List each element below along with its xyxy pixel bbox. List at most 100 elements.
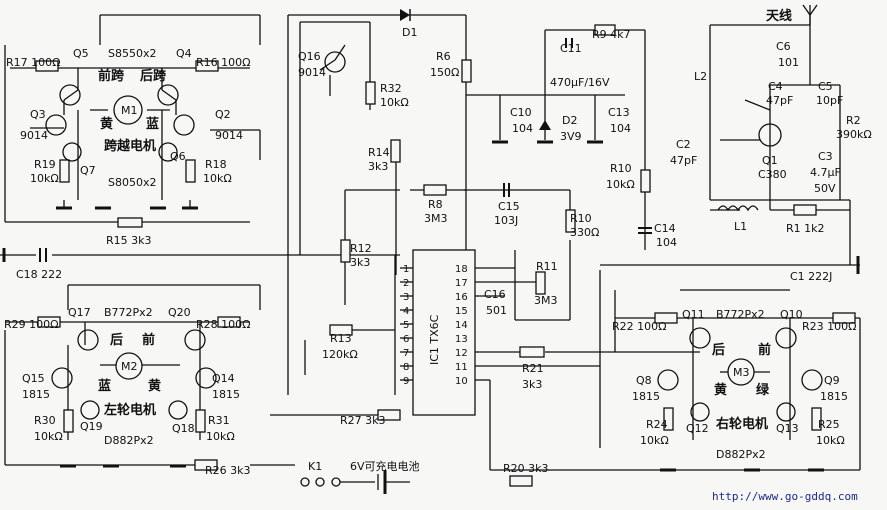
r31-value: 10kΩ [206, 430, 235, 443]
r30-value: 10kΩ [34, 430, 63, 443]
r24-label: R24 [646, 418, 668, 431]
m2-transistors [51, 329, 217, 420]
r24-resistor [663, 407, 674, 431]
m3-rear: 后 [712, 342, 725, 358]
b772-left-label: B772Px2 [104, 306, 153, 319]
q8-type: 1815 [632, 390, 660, 403]
r10a-label: R10 [570, 212, 592, 225]
source-url[interactable]: http://www.go-gddq.com [712, 490, 858, 503]
r10a-value: 330Ω [570, 226, 599, 239]
c1-label: C1 222J [790, 270, 832, 283]
q15-label: Q15 [22, 372, 45, 385]
d882-right-label: D882Px2 [716, 448, 766, 461]
pin-14: 14 [455, 320, 468, 331]
battery-symbol [340, 470, 410, 494]
q15-type: 1815 [22, 388, 50, 401]
c14-value: 104 [656, 236, 677, 249]
c5-value: 10pF [816, 94, 843, 107]
c14-label: C14 [654, 222, 676, 235]
power-rf-wiring [466, 15, 860, 266]
r24-value: 10kΩ [640, 434, 669, 447]
r30-resistor [63, 409, 74, 433]
m3-front: 前 [758, 342, 771, 358]
d2-value: 3V9 [560, 130, 582, 143]
q1-label: Q1 [762, 154, 778, 167]
c5-label: C5 [818, 80, 833, 93]
r10b-label: R10 [610, 162, 632, 175]
q7-label: Q7 [80, 164, 96, 177]
q13-label: Q13 [776, 422, 799, 435]
q1-type: C380 [758, 168, 787, 181]
s8550-label: S8550x2 [108, 47, 157, 60]
r14-label: R14 [368, 146, 390, 159]
r28-label: R28 100Ω [196, 318, 251, 331]
ic1-label: IC1 TX6C [428, 314, 441, 365]
c10-value: 104 [512, 122, 533, 135]
k1-switch[interactable] [300, 477, 341, 487]
r32-value: 10kΩ [380, 96, 409, 109]
r32-label: R32 [380, 82, 402, 95]
r28-resistor [217, 316, 241, 328]
c10-label: C10 [510, 106, 532, 119]
r12-value: 3k3 [350, 256, 370, 269]
c16-value: 501 [486, 304, 507, 317]
pin-11: 11 [455, 362, 468, 373]
c11-value: 470μF/16V [550, 76, 610, 89]
r1-label: R1 1k2 [786, 222, 825, 235]
r29-resistor [37, 316, 61, 328]
ic1-pin-numbers: 1 2 3 4 5 6 7 8 9 18 17 16 15 14 13 12 1… [403, 264, 468, 387]
r29-label: R29 100Ω [4, 318, 59, 331]
r27-label: R27 3k3 [340, 414, 386, 427]
m3-green: 绿 [756, 382, 770, 398]
m2-label: M2 [121, 360, 138, 373]
r6-label: R6 [436, 50, 451, 63]
r17-label: R17 100Ω [6, 56, 61, 69]
pin-1: 1 [403, 264, 409, 275]
antenna-label: 天线 [766, 8, 792, 24]
r18-value: 10kΩ [203, 172, 232, 185]
q9-label: Q9 [824, 374, 840, 387]
r18-resistor [185, 159, 196, 183]
c16-label: C16 [484, 288, 506, 301]
r13-label: R13 [330, 332, 352, 345]
r30-label: R30 [34, 414, 56, 427]
r17-resistor [35, 60, 59, 72]
r25-value: 10kΩ [816, 434, 845, 447]
q16-label: Q16 [298, 50, 321, 63]
m2-yellow: 黄 [148, 378, 161, 394]
r2-value: 390kΩ [836, 128, 872, 141]
q3-label: Q3 [30, 108, 46, 121]
r21-value: 3k3 [522, 378, 542, 391]
q16-type: 9014 [298, 66, 326, 79]
q8-label: Q8 [636, 374, 652, 387]
c4-label: C4 [768, 80, 783, 93]
r19-label: R19 [34, 158, 56, 171]
q14-type: 1815 [212, 388, 240, 401]
ic1-pins [400, 267, 413, 381]
m1-blue: 蓝 [146, 116, 159, 132]
q1-transistor [758, 123, 782, 147]
r22-resistor [654, 312, 678, 324]
ic1-chip [412, 249, 476, 416]
r6-value: 150Ω [430, 66, 459, 79]
r2-label: R2 [846, 114, 861, 127]
m1-yellow: 黄 [100, 116, 113, 132]
q3-type: 9014 [20, 129, 48, 142]
pin-9: 9 [403, 376, 409, 387]
q4-label: Q4 [176, 47, 192, 60]
c13-value: 104 [610, 122, 631, 135]
r15-resistor [117, 217, 143, 228]
r16-resistor [195, 60, 219, 72]
r6-resistor [461, 59, 472, 83]
l1-label: L1 [734, 220, 747, 233]
m3-motor [727, 358, 755, 386]
c3-value2: 50V [814, 182, 836, 195]
q20-label: Q20 [168, 306, 191, 319]
q19-label: Q19 [80, 420, 103, 433]
q11-label: Q11 [682, 308, 705, 321]
m2-rear: 后 [110, 332, 123, 348]
pin-10: 10 [455, 376, 468, 387]
r18-label: R18 [205, 158, 227, 171]
left-motor-label: 左轮电机 [104, 402, 156, 418]
